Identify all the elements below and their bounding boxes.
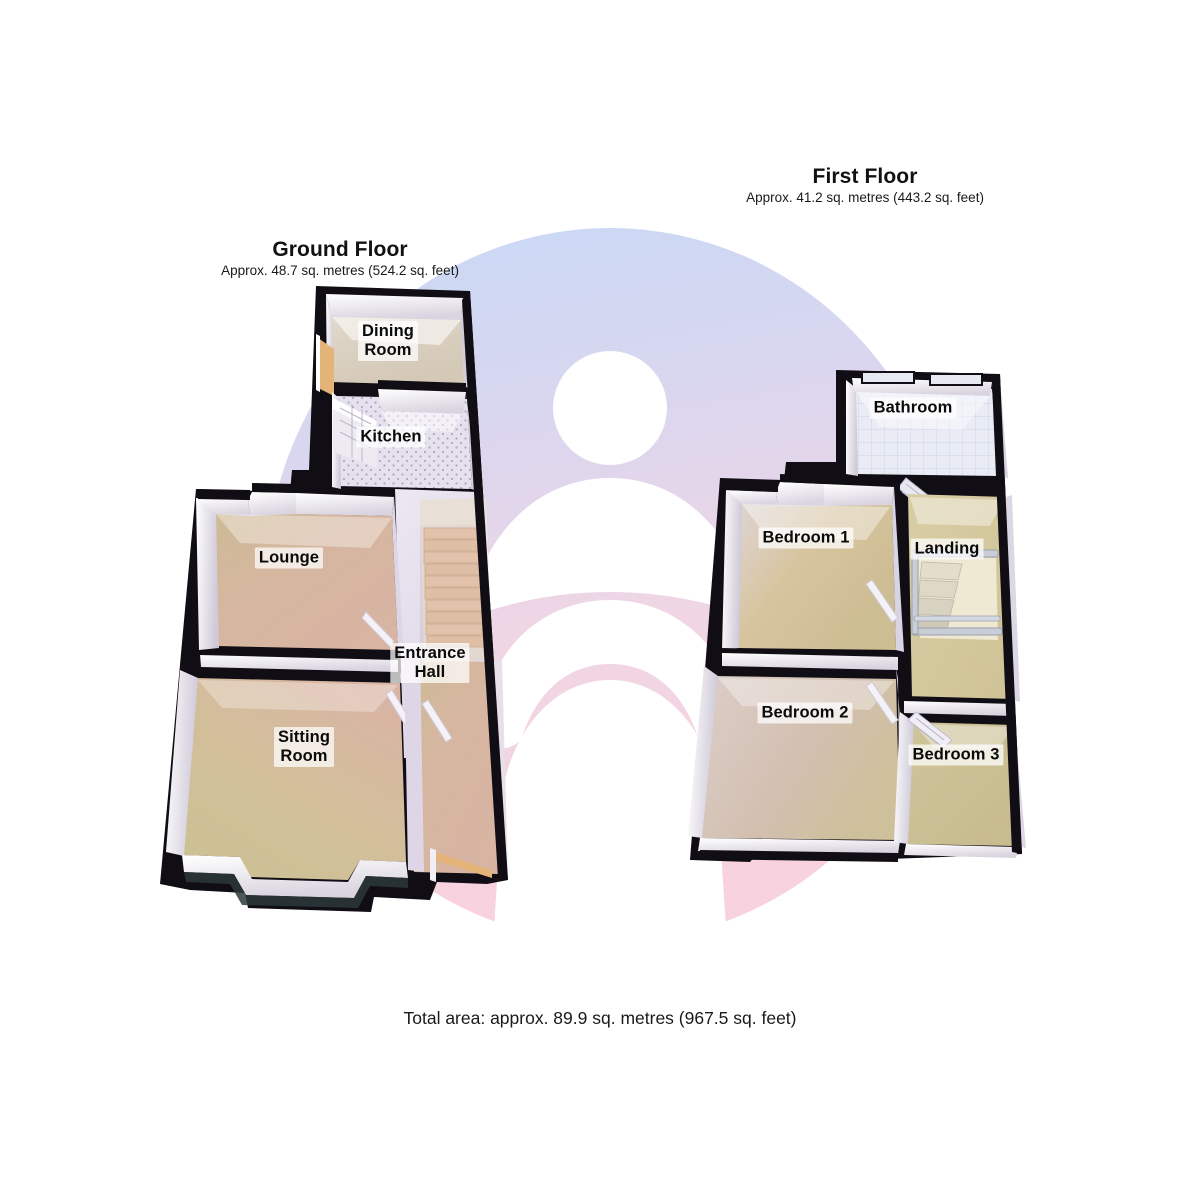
lounge-ceiling-highlight: [216, 514, 392, 548]
ground-floor-title-block: Ground Floor Approx. 48.7 sq. metres (52…: [130, 237, 550, 280]
landing-ceiling-highlight: [910, 497, 1004, 526]
room-label-entrance-hall: Entrance Hall: [390, 643, 470, 683]
front-door-frame: [430, 848, 436, 882]
first-floor-area: Approx. 41.2 sq. metres (443.2 sq. feet): [746, 190, 984, 205]
room-label-bedroom-2: Bedroom 2: [757, 702, 853, 724]
bathroom-window-right: [929, 373, 983, 386]
first-floor-plan: [688, 370, 1026, 862]
ground-floor-area: Approx. 48.7 sq. metres (524.2 sq. feet): [221, 263, 459, 278]
first-right-exterior: [992, 374, 1022, 854]
room-label-landing: Landing: [910, 538, 984, 560]
total-area-text: Total area: approx. 89.9 sq. metres (967…: [403, 1008, 797, 1028]
room-label-kitchen: Kitchen: [356, 426, 426, 448]
bathroom-window-left: [861, 371, 915, 384]
room-label-bedroom-1: Bedroom 1: [758, 527, 854, 549]
first-floor-title-block: First Floor Approx. 41.2 sq. metres (443…: [655, 164, 1075, 207]
ground-floor-name: Ground Floor: [272, 238, 408, 261]
lounge-wall-top-left: [196, 498, 250, 516]
room-label-lounge: Lounge: [254, 547, 324, 569]
sitting-wall-left: [166, 670, 198, 856]
dining-wall-top: [326, 294, 463, 320]
bedroom1-top-sill: [724, 480, 778, 492]
lounge-wall-left: [196, 498, 219, 650]
landing-wall-right: [1006, 495, 1020, 702]
room-label-dining-room: Dining Room: [358, 321, 418, 361]
first-floor-name: First Floor: [812, 165, 918, 188]
lounge-top-sill-2: [252, 483, 296, 493]
bedroom1-wall-top-right: [824, 484, 894, 506]
dining-door-frame: [316, 334, 320, 392]
room-label-bedroom-3: Bedroom 3: [908, 744, 1004, 766]
lounge-top-sill: [198, 489, 250, 500]
lounge-wall-top-right: [296, 493, 394, 516]
room-label-sitting-room: Sitting Room: [273, 727, 335, 767]
kitchen-wall-top: [378, 389, 466, 414]
sitting-ceiling-highlight: [198, 680, 398, 712]
bedroom1-wall-step: [776, 482, 824, 506]
lounge-wall-top-step: [248, 492, 296, 516]
room-label-bathroom: Bathroom: [869, 397, 957, 419]
ground-floor-plan: [160, 286, 508, 912]
